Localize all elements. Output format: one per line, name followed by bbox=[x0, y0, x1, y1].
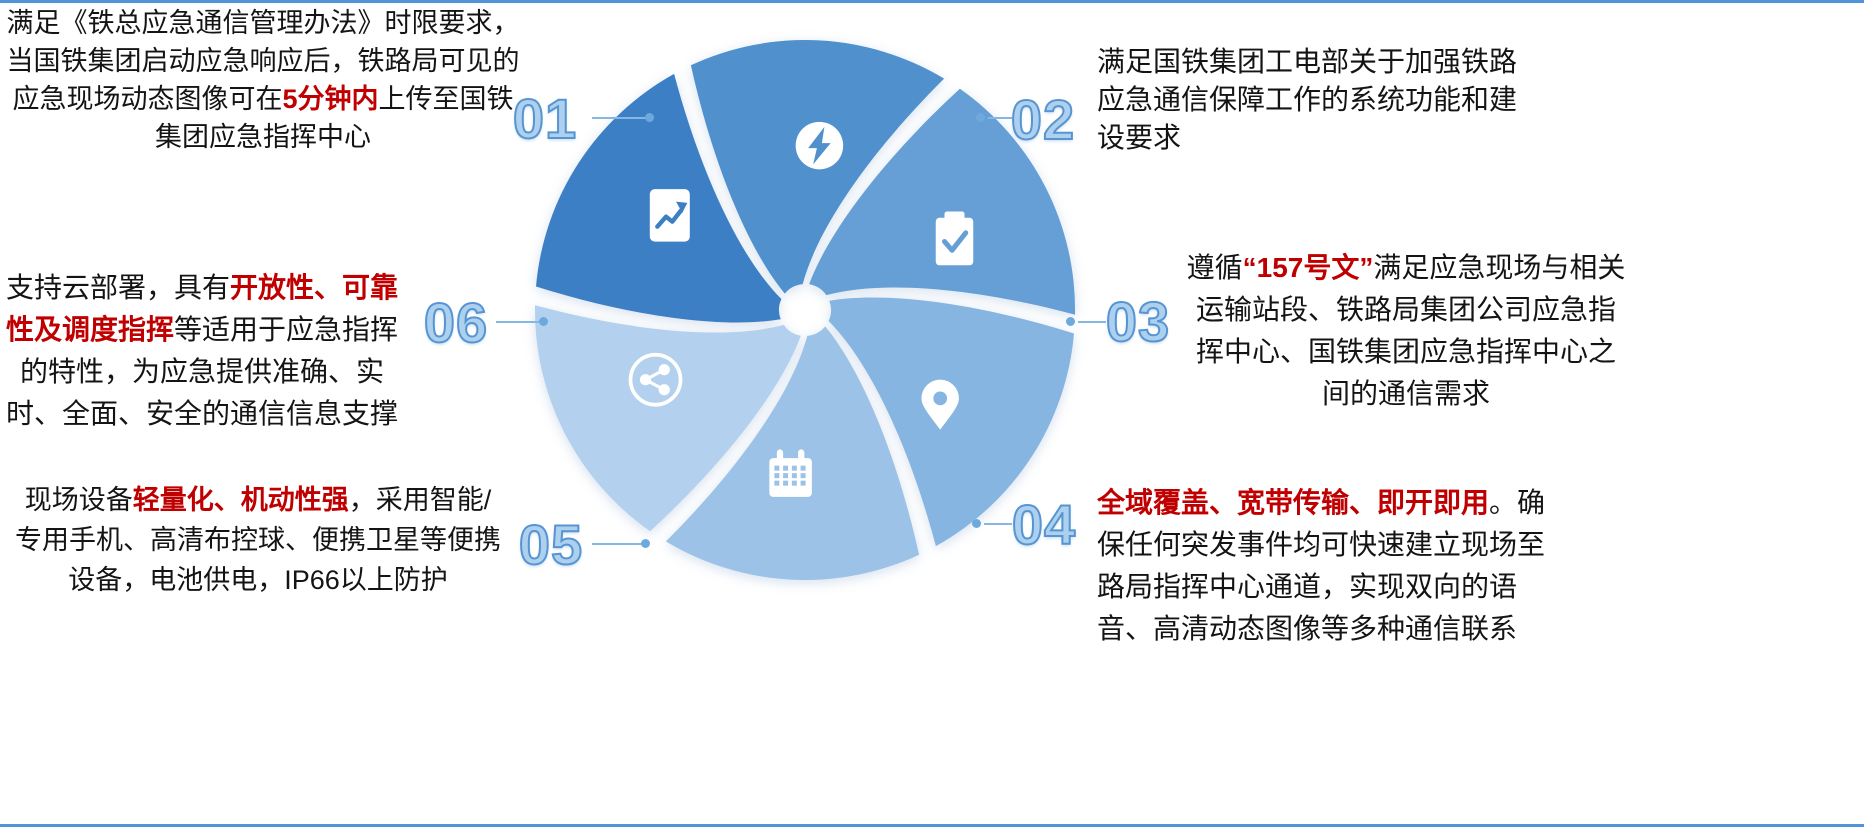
step-number-06: 06 bbox=[423, 290, 489, 355]
connector-dot-03 bbox=[1066, 317, 1075, 326]
text-segment: 满足《铁总应急通信管理办法》时限要求，当国铁集团启动应急响应后，铁路局可见的应急… bbox=[6, 8, 520, 114]
text-segment-emphasis: “157号文” bbox=[1242, 252, 1374, 283]
text-block-02: 满足国铁集团工电部关于加强铁路应急通信保障工作的系统功能和建设要求 bbox=[1097, 43, 1527, 157]
text-block-05: 现场设备轻量化、机动性强，采用智能/专用手机、高清布控球、便携卫星等便携设备，电… bbox=[12, 480, 504, 600]
connector-dot-04 bbox=[972, 519, 981, 528]
pinwheel-diagram bbox=[534, 40, 1076, 580]
step-number-05: 05 bbox=[518, 512, 584, 577]
pinwheel-blade-04 bbox=[828, 297, 1074, 547]
step-number-04: 04 bbox=[1011, 492, 1077, 557]
text-segment-emphasis: 轻量化、机动性强 bbox=[132, 485, 349, 515]
text-segment-emphasis: 全域覆盖、宽带传输、即开即用 bbox=[1097, 487, 1490, 518]
text-segment: 。确保任何突发事件均可快速建立现场至路局指挥中心通道，实现双向的语音、高清动态图… bbox=[1097, 487, 1546, 644]
text-segment: 现场设备 bbox=[24, 485, 133, 515]
share-network-icon bbox=[628, 352, 683, 407]
connector-line-06 bbox=[496, 321, 540, 323]
pinwheel-blade-06 bbox=[534, 305, 801, 532]
step-number-01: 01 bbox=[512, 86, 578, 151]
lightning-head-icon bbox=[795, 121, 844, 170]
location-pin-icon bbox=[921, 379, 959, 430]
chart-doc-icon bbox=[649, 189, 690, 242]
text-segment: 满足国铁集团工电部关于加强铁路应急通信保障工作的系统功能和建设要求 bbox=[1097, 46, 1518, 153]
connector-line-04 bbox=[984, 523, 1012, 525]
connector-dot-06 bbox=[539, 317, 548, 326]
text-block-01: 满足《铁总应急通信管理办法》时限要求，当国铁集团启动应急响应后，铁路局可见的应急… bbox=[4, 4, 522, 156]
clipboard-check-icon bbox=[935, 211, 974, 266]
text-block-06: 支持云部署，具有开放性、可靠性及调度指挥等适用于应急指挥的特性，为应急提供准确、… bbox=[2, 267, 402, 435]
connector-line-05 bbox=[592, 543, 642, 545]
text-segment-emphasis: 5分钟内 bbox=[282, 84, 379, 114]
connector-dot-05 bbox=[641, 539, 650, 548]
step-number-02: 02 bbox=[1010, 87, 1076, 152]
connector-dot-01 bbox=[645, 113, 654, 122]
top-border bbox=[0, 0, 1864, 3]
pinwheel-blade-03 bbox=[809, 88, 1076, 315]
connector-line-02 bbox=[988, 117, 1012, 119]
pinwheel-blade-05 bbox=[665, 326, 920, 580]
connector-line-01 bbox=[592, 117, 646, 119]
text-block-03: 遵循“157号文”满足应急现场与相关运输站段、铁路局集团公司应急指挥中心、国铁集… bbox=[1186, 247, 1626, 415]
step-number-03: 03 bbox=[1105, 289, 1171, 354]
text-segment: 支持云部署，具有 bbox=[5, 272, 230, 303]
connector-line-03 bbox=[1078, 321, 1106, 323]
calendar-icon bbox=[769, 449, 812, 497]
bottom-border bbox=[0, 824, 1864, 827]
text-segment: ，采用智能/专用手机、高清布控球、便携卫星等便携设备，电池供电，IP66以上防护 bbox=[15, 485, 501, 595]
text-segment: 满足应急现场与相关运输站段、铁路局集团公司应急指挥中心、国铁集团应急指挥中心之间… bbox=[1195, 252, 1626, 409]
text-segment: 等适用于应急指挥的特性，为应急提供准确、实时、全面、安全的通信信息支撑 bbox=[5, 314, 399, 429]
text-block-04: 全域覆盖、宽带传输、即开即用。确保任何突发事件均可快速建立现场至路局指挥中心通道… bbox=[1097, 482, 1552, 650]
connector-dot-02 bbox=[976, 113, 985, 122]
text-segment-emphasis: 开放性、可靠性及调度指挥 bbox=[5, 272, 399, 345]
text-segment: 遵循 bbox=[1186, 252, 1243, 283]
text-segment: 上传至国铁集团应急指挥中心 bbox=[155, 84, 514, 152]
